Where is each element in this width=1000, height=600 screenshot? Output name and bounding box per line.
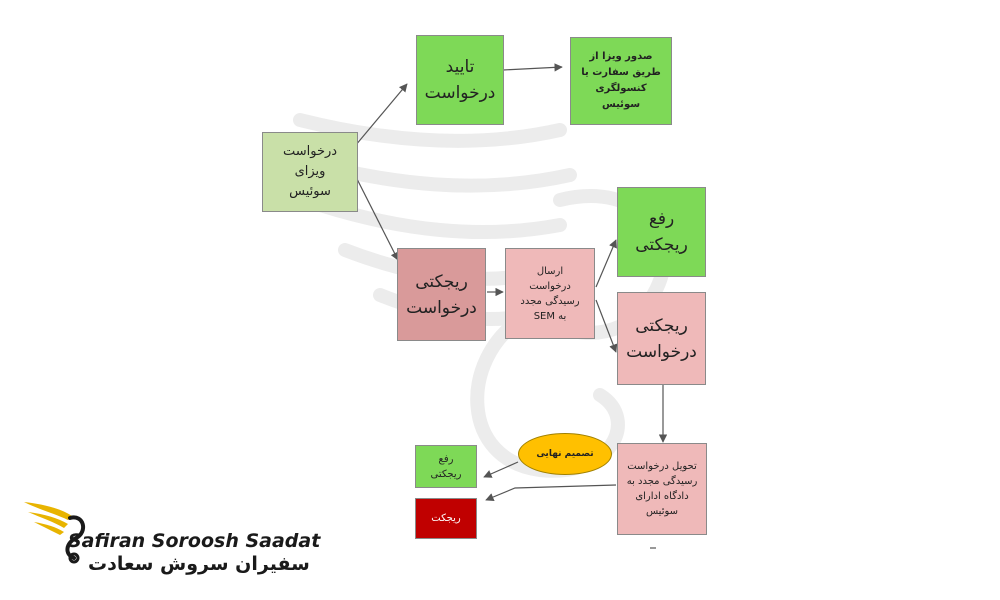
node-final-decision: تصمیم نهایی xyxy=(518,433,612,475)
node-request-rejected-again: ریجکتی درخواست xyxy=(617,292,706,385)
arrow-request-reject xyxy=(354,174,399,261)
node-rejection-resolved: رفع ریجکتی xyxy=(617,187,706,277)
node-visa-issued: صدور ویزا از طریق سفارت یا کنسولگری سوئی… xyxy=(570,37,672,125)
node-resend-to-sem: ارسال درخواست رسیدگی مجدد به SEM xyxy=(505,248,595,339)
stray-mark xyxy=(650,547,656,549)
node-request-approved: تایید درخواست xyxy=(416,35,504,125)
arrow-court-outcomes xyxy=(485,484,617,501)
logo-text-persian: سفیران سروش سعادت xyxy=(88,553,310,575)
node-court-review: تحویل درخواست رسیدگی مجدد به دادگاه ادار… xyxy=(617,443,707,535)
arrow-resend-reject2 xyxy=(595,299,618,353)
arrow-decision-resolved xyxy=(483,461,519,478)
node-visa-request: درخواست ویزای سوئیس xyxy=(262,132,358,212)
node-final-rejected: ریجکت xyxy=(415,498,477,539)
arrow-request-approve xyxy=(349,83,408,153)
node-request-rejected: ریجکتی درخواست xyxy=(397,248,486,341)
node-final-resolved: رفع ریجکتی xyxy=(415,445,477,488)
arrow-approve-issue xyxy=(502,63,563,72)
logo-text-latin: Safiran Soroosh Saadat xyxy=(68,530,321,552)
logo-wing-icon xyxy=(24,502,86,564)
arrow-resend-resolved xyxy=(595,239,617,288)
